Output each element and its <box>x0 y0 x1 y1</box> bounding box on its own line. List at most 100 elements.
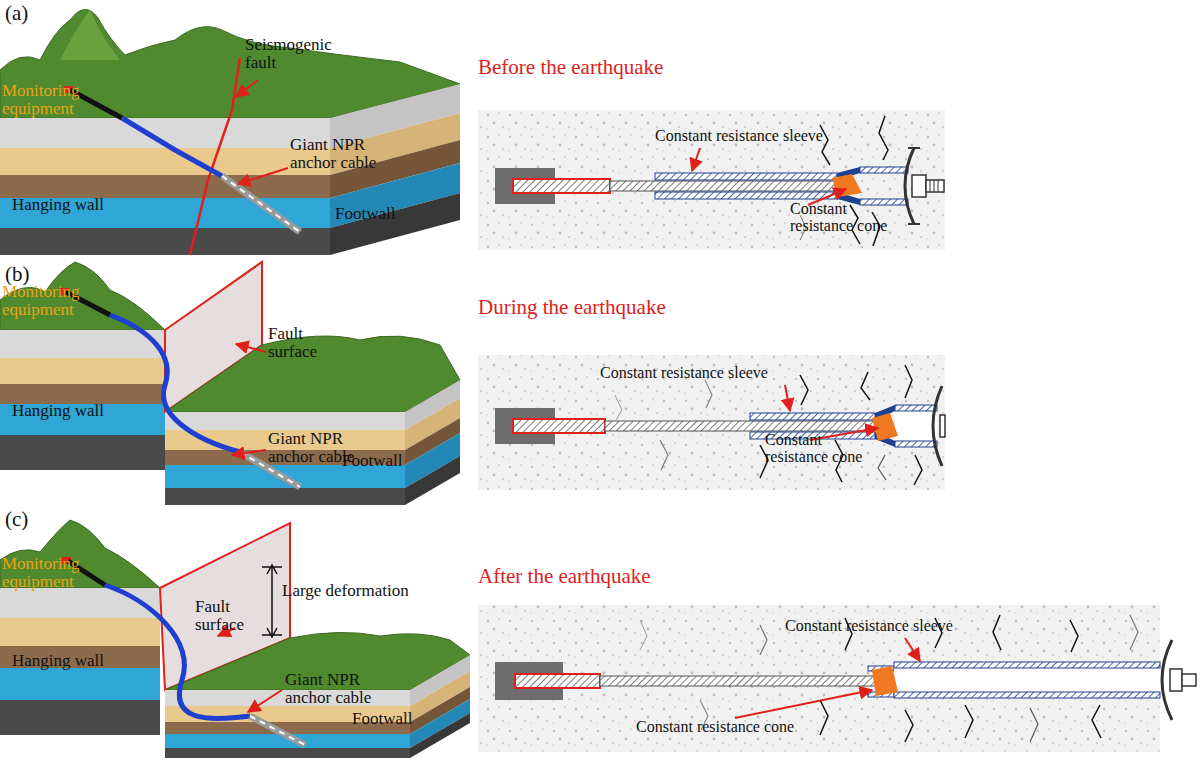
anchor-section-before-part <box>926 180 944 192</box>
anchor-section-before-part <box>478 110 945 250</box>
block-diagram-before-part <box>222 176 300 232</box>
anchor-section-after-part <box>1030 708 1038 742</box>
block-diagram-before <box>0 9 460 255</box>
fault-label: Seismogenic fault <box>245 36 340 73</box>
component-label: Constant resistance cone <box>790 200 905 235</box>
fault-label: Fault surface <box>195 598 265 635</box>
anchor-section-during-part <box>705 380 712 408</box>
anchor-section-during-part <box>785 385 790 411</box>
component-label: Constant resistance sleeve <box>655 127 905 144</box>
wall-label: Footwall <box>342 452 442 470</box>
anchor-section-after-part <box>820 700 828 735</box>
anchor-section-during-part <box>905 365 912 398</box>
block-diagram-after-part <box>271 567 273 635</box>
block-diagram-before-part <box>190 58 240 255</box>
block-diagram-after-part <box>0 668 160 700</box>
wall-label: Footwall <box>352 710 452 728</box>
anchor-section-before-part <box>912 175 926 197</box>
wall-label: Hanging wall <box>12 652 162 670</box>
stage-title: During the earthquake <box>478 296 878 319</box>
anchor-section-after-part <box>905 638 920 661</box>
block-diagram-during-part <box>0 384 165 404</box>
anchor-section-during-part <box>800 375 808 405</box>
block-diagram-during-part <box>0 435 165 470</box>
block-diagram-before-part <box>60 10 120 60</box>
equipment-label: Monitoring equipment <box>2 82 102 119</box>
component-label: Constant resistance sleeve <box>600 364 850 381</box>
block-diagram-after-part <box>250 716 305 745</box>
anchor-section-after-part <box>1070 620 1078 652</box>
anchor-section-during-part <box>895 405 937 411</box>
equipment-label: Monitoring equipment <box>2 283 102 320</box>
anchor-section-during-part <box>615 395 622 420</box>
anchor-section-before-part <box>610 181 835 191</box>
anchor-section-during-part <box>660 440 668 470</box>
block-diagram-before-part <box>330 193 460 255</box>
block-diagram-before-part <box>122 118 222 176</box>
anchor-section-during-part <box>513 419 605 433</box>
block-diagram-after-part <box>0 588 160 618</box>
anchor-section-during-part <box>895 411 937 441</box>
block-diagram-after-part <box>248 690 282 712</box>
anchor-section-before-part <box>655 173 837 180</box>
block-diagram-after-part <box>0 618 160 646</box>
anchor-section-during-part <box>878 455 886 480</box>
block-diagram-before-part <box>236 80 258 97</box>
anchor-section-after-part <box>1130 615 1138 650</box>
anchor-section-during-part <box>478 355 945 490</box>
cable-label: Giant NPR anchor cable <box>285 671 380 708</box>
wall-label: Hanging wall <box>12 196 162 214</box>
stage-title: Before the earthquake <box>478 56 878 79</box>
block-diagram-during-part <box>232 450 266 455</box>
anchor-section-during-part <box>940 415 945 437</box>
panel-letter: (c) <box>5 508 45 531</box>
anchor-section-after-part <box>1182 674 1196 686</box>
cable-label: Giant NPR anchor cable <box>290 136 385 173</box>
anchor-section-after-part <box>735 690 872 718</box>
wall-label: Footwall <box>335 205 435 223</box>
anchor-section-after-part <box>1170 669 1182 691</box>
component-label: Constant resistance cone <box>765 431 880 466</box>
anchor-section-after-part <box>894 692 1160 698</box>
wall-label: Hanging wall <box>12 402 162 420</box>
anchor-section-before-part <box>860 167 908 173</box>
block-diagram-during-part <box>0 330 165 358</box>
anchor-section-before-part <box>655 192 837 199</box>
anchor-section-before-part <box>692 148 700 171</box>
block-diagram-before-part <box>238 168 288 184</box>
anchor-section-after-part <box>478 605 1160 752</box>
component-label: Constant resistance cone <box>636 718 886 735</box>
block-diagram-during-part <box>165 488 405 505</box>
dimension-label: Large deformation <box>282 582 462 600</box>
block-diagram-before-part <box>222 176 300 232</box>
anchor-section-before-part <box>860 199 908 205</box>
block-diagram-after <box>0 520 470 758</box>
block-diagram-during-part <box>0 358 165 384</box>
anchor-section-after-part <box>965 705 973 738</box>
anchor-section-before-part <box>513 179 610 193</box>
equipment-label: Monitoring equipment <box>2 555 102 592</box>
block-diagram-before-part <box>0 9 460 118</box>
block-diagram-during-part <box>110 315 240 452</box>
anchor-section-during-part <box>872 413 898 441</box>
block-diagram-before-part <box>0 228 330 255</box>
anchor-section-during-part <box>861 372 870 400</box>
anchor-section-after-part <box>872 666 898 696</box>
block-diagram-during-part <box>0 262 165 330</box>
anchor-section-after-part <box>905 710 913 742</box>
block-diagram-during <box>0 262 460 505</box>
panel-letter: (a) <box>5 2 45 25</box>
component-label: Constant resistance sleeve <box>785 617 1035 634</box>
block-diagram-during-part <box>405 456 460 505</box>
anchor-section-after-part <box>600 676 880 686</box>
anchor-section-after <box>478 605 1196 752</box>
anchor-section-during-part <box>605 421 875 431</box>
anchor-section-after-part <box>894 668 1160 692</box>
anchor-section-before-part <box>879 116 888 160</box>
anchor-section-after-part <box>1092 705 1101 738</box>
anchor-section-after-part <box>515 674 600 688</box>
fault-label: Fault surface <box>268 325 338 362</box>
block-diagram-after-part <box>165 748 410 758</box>
